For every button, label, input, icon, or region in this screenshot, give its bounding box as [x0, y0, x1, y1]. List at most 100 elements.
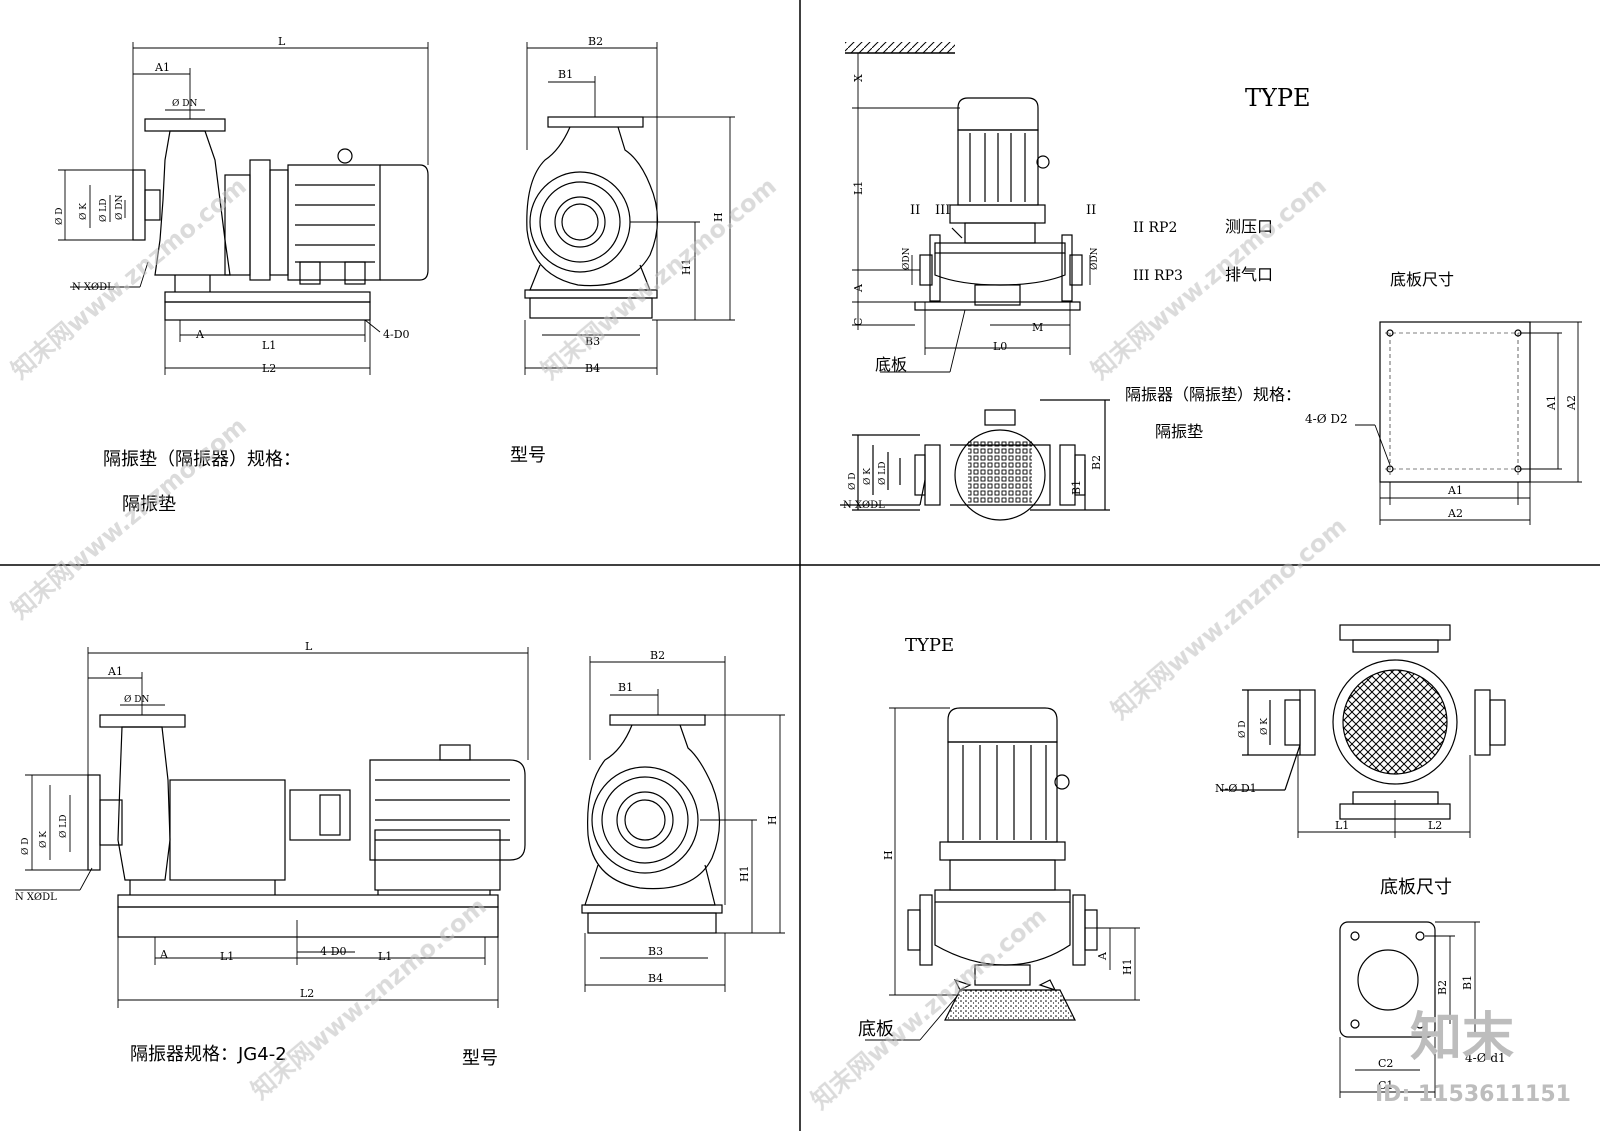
- dim-label: B1: [1070, 480, 1083, 495]
- watermark-text: 知末网www.znzmo.com: [246, 892, 492, 1105]
- rp2-cn-label: 测压口: [1225, 217, 1273, 236]
- panel-bottom-right: [865, 624, 1506, 1098]
- panel-top-left: [58, 42, 735, 375]
- dim-label: H1: [680, 258, 693, 275]
- dim-label: C2: [1378, 1057, 1393, 1070]
- dim-label: A1: [1447, 484, 1463, 497]
- isolator-pad-label: 隔振垫: [122, 494, 176, 515]
- dim-label: C: [852, 318, 865, 326]
- dim-label: L2: [300, 987, 314, 1000]
- br-labels: TYPE H A H1 L1 L2 B2 B1 C2 C1 Ø D Ø K N-…: [858, 635, 1506, 1092]
- holes-label: 4-Ø d1: [1465, 1051, 1506, 1065]
- rp2-label: II RP2: [1133, 220, 1177, 236]
- nxdl-label: N XØDL: [72, 282, 114, 293]
- dim-label: L1: [220, 950, 234, 963]
- dim-label: B4: [585, 362, 600, 375]
- dim-label: ØDN: [1089, 247, 1100, 270]
- corner-brand: 知末 ID: 1153611151: [1375, 1008, 1571, 1107]
- watermark-layer: 知末网www.znzmo.com 知末网www.znzmo.com 知末网www…: [6, 172, 1352, 1115]
- dim-lines-tl: [58, 42, 429, 375]
- dim-label: Ø D: [54, 208, 65, 225]
- dim-label: A: [195, 328, 205, 341]
- dim-label: Ø K: [38, 831, 49, 848]
- nxdl-label: N XØDL: [843, 500, 885, 511]
- dim-label: H: [882, 850, 895, 860]
- dim-label: Ø LD: [877, 462, 888, 485]
- isolator-spec-label: 隔振器（隔振垫）规格：: [1125, 385, 1301, 404]
- nd1-label: N-Ø D1: [1215, 782, 1257, 795]
- watermark-text: 知末网www.znzmo.com: [6, 412, 252, 625]
- image-id: ID: 1153611151: [1375, 1082, 1571, 1107]
- vertical-pump-elevation-2: [907, 707, 1098, 1021]
- watermark-text: 知末网www.znzmo.com: [1086, 172, 1332, 385]
- dim-label: B2: [1090, 455, 1103, 470]
- nxdl-label: N XØDL: [15, 892, 57, 903]
- baseplate-label: 底板: [858, 1019, 894, 1040]
- dim-label: Ø LD: [58, 815, 69, 838]
- holes-label: 4-Ø D2: [1305, 412, 1348, 426]
- dim-label: B1: [1461, 975, 1474, 990]
- dim-lines-bl: [15, 647, 529, 1008]
- dim-label: M: [1032, 321, 1043, 334]
- dim-label: L1: [1335, 819, 1349, 832]
- dim-label: A1: [154, 61, 170, 74]
- dim-label: ØDN: [901, 247, 912, 270]
- dim-lines-tr: [852, 53, 1091, 373]
- dim-label: A: [1096, 951, 1109, 961]
- dim-label: B2: [1436, 980, 1449, 995]
- base-plate-plan: [1355, 321, 1582, 525]
- dim-label: Ø DN: [124, 694, 149, 705]
- bl-labels: L A1 B2 B1 H H1 B3 B4 A L1 4-D0 L1 L2 Ø …: [15, 640, 779, 1069]
- dim-label: L1: [852, 181, 865, 195]
- dim-label: Ø D: [1237, 721, 1248, 738]
- dim-label: L2: [262, 362, 276, 375]
- base-size-label: 底板尺寸: [1390, 270, 1454, 289]
- vertical-pump-elevation: [914, 97, 1083, 311]
- dim-label: Ø K: [1259, 718, 1270, 735]
- dim-label: A1: [1545, 395, 1558, 411]
- panel-bottom-left: [15, 647, 785, 1008]
- isolator-spec-label: 隔振器规格：JG4-2: [130, 1044, 287, 1065]
- dim-label: L0: [993, 340, 1007, 353]
- horizontal-pump-front-view-2: [581, 714, 723, 934]
- dim-label: L: [305, 640, 313, 653]
- baseplate-label: 底板: [875, 355, 907, 374]
- tl-labels: L A1 B2 B1 H H1 B3 B4 A L1 L2 4-D0 Ø D Ø…: [54, 35, 725, 515]
- dim-label: Ø LD: [98, 199, 109, 222]
- model-label: 型号: [510, 445, 546, 466]
- horizontal-pump-side-view-2: [87, 714, 526, 938]
- base-size-label: 底板尺寸: [1380, 877, 1452, 898]
- dim-label: B2: [650, 649, 665, 662]
- dim-label: A: [852, 283, 865, 293]
- isolator-pad-label: 隔振垫: [1155, 422, 1203, 441]
- dim-label: 4-D0: [320, 945, 347, 958]
- dim-label: B3: [648, 945, 663, 958]
- horizontal-pump-side-view: [132, 118, 429, 321]
- dim-label: B1: [558, 68, 573, 81]
- watermark-text: 知末网www.znzmo.com: [536, 172, 782, 385]
- watermark-text: 知末网www.znzmo.com: [6, 172, 252, 385]
- tr-labels: TYPE X L1 A C L0 M B2 B1 II III II ØDN Ø…: [843, 74, 1578, 520]
- dim-label: H: [766, 815, 779, 825]
- base-plate-plan-2: [1339, 921, 1480, 1098]
- dim-label: II: [1086, 203, 1096, 218]
- dim-label: III: [935, 203, 950, 218]
- rp3-label: III RP3: [1133, 268, 1183, 284]
- model-label: 型号: [462, 1048, 498, 1069]
- dim-label: A2: [1565, 395, 1578, 411]
- dim-label: A2: [1447, 507, 1463, 520]
- dim-label: II: [910, 203, 920, 218]
- dim-label: Ø K: [862, 468, 873, 485]
- dim-lines-tl-front: [524, 42, 735, 375]
- brand-logo: 知末: [1410, 1008, 1514, 1068]
- dim-label: A1: [107, 665, 123, 678]
- type-title: TYPE: [905, 635, 954, 656]
- dim-label: H: [712, 212, 725, 222]
- vertical-pump-plan-view-2: [1220, 624, 1506, 838]
- vertical-pump-plan-view: [840, 399, 1110, 521]
- dim-label: B2: [588, 35, 603, 48]
- dim-label: 4-D0: [383, 328, 410, 341]
- dim-label: A: [159, 948, 169, 961]
